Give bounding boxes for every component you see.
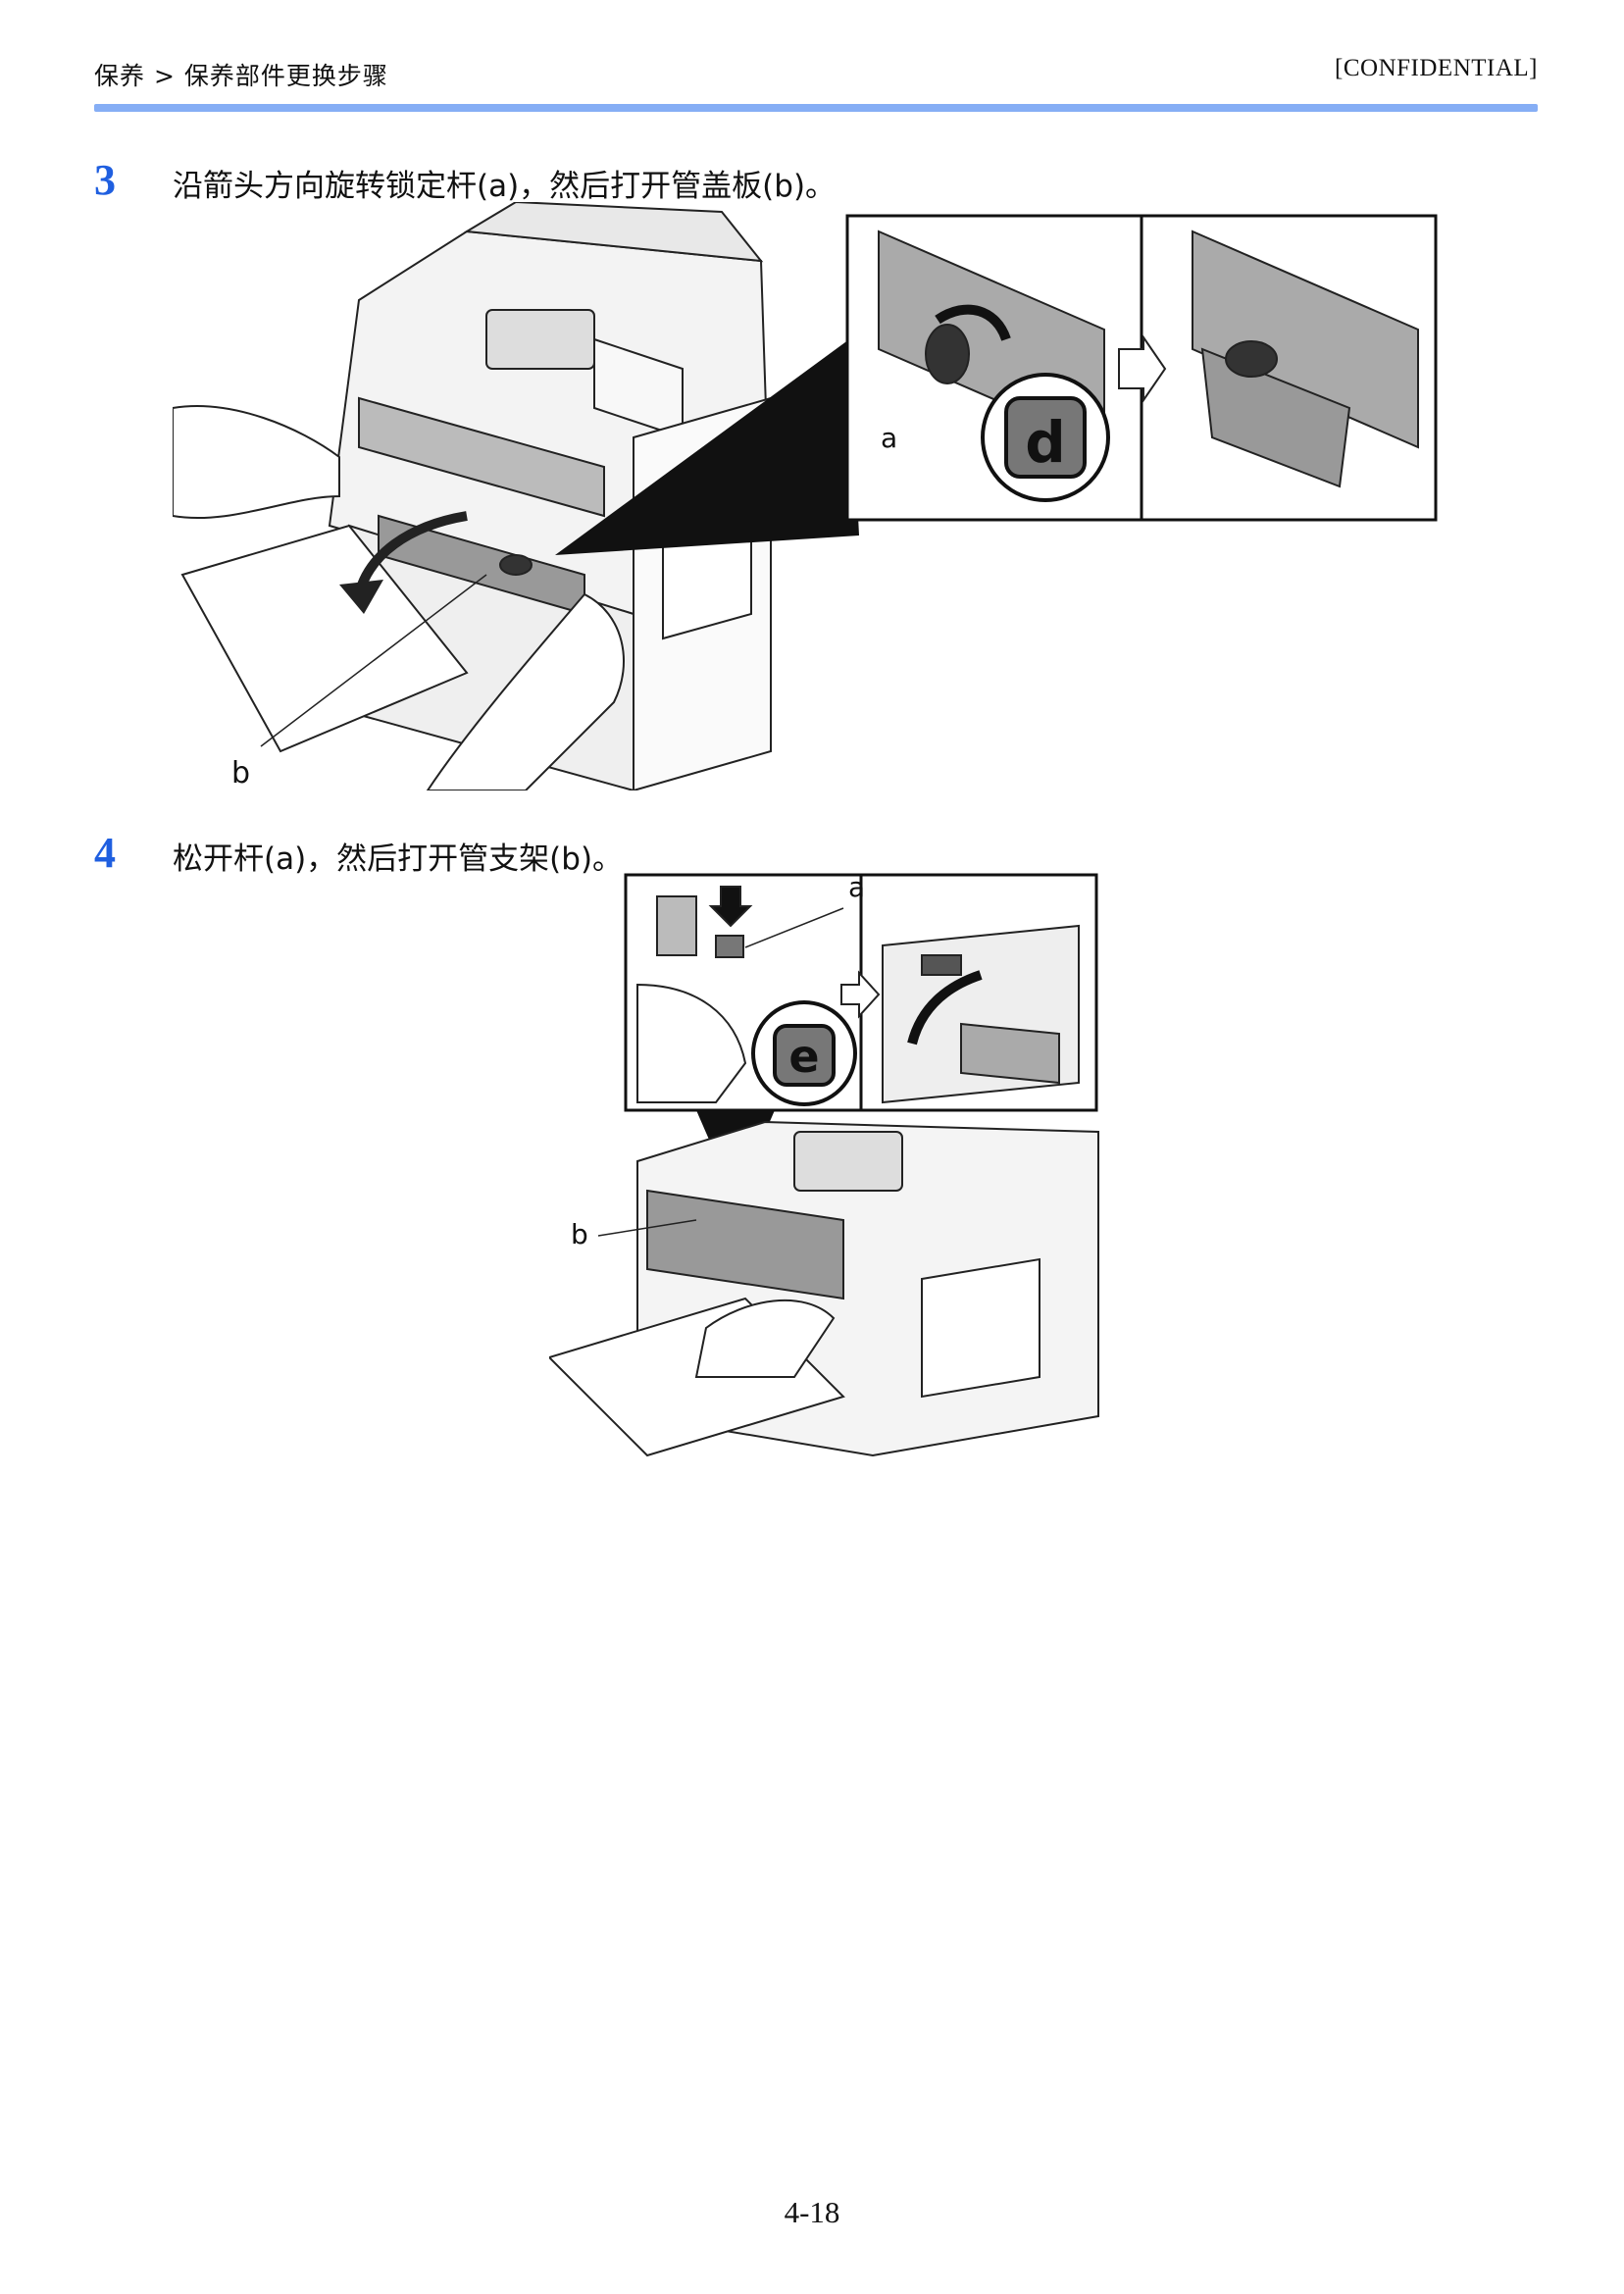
step-number: 3 xyxy=(94,156,116,204)
page-header: 保养 > 保养部件更换步骤 [CONFIDENTIAL] xyxy=(94,51,1538,90)
header-divider xyxy=(94,104,1538,112)
badge-label: d xyxy=(1025,409,1066,476)
step-instruction: 沿箭头方向旋转锁定杆(a)，然后打开管盖板(b)。 xyxy=(173,169,837,204)
page-number: 4-18 xyxy=(784,2195,840,2229)
step-number: 4 xyxy=(94,829,116,877)
step-instruction: 松开杆(a)，然后打开管支架(b)。 xyxy=(173,841,624,877)
confidential-label: [CONFIDENTIAL] xyxy=(1335,55,1538,81)
callout-b-label: b xyxy=(571,1218,588,1250)
printer-illustration-1: d a b xyxy=(173,202,1438,790)
printer-illustration-2: e a b xyxy=(549,871,1099,1457)
callout-a-label: a xyxy=(881,422,897,454)
breadcrumb: 保养 > 保养部件更换步骤 xyxy=(94,62,388,90)
figure-open-tube-cover: d a b xyxy=(173,202,1447,790)
figure-open-tube-holder: e a b xyxy=(549,867,1118,1475)
callout-b-label: b xyxy=(231,756,250,790)
badge-label: e xyxy=(788,1030,819,1083)
callout-a-label: a xyxy=(848,871,865,903)
